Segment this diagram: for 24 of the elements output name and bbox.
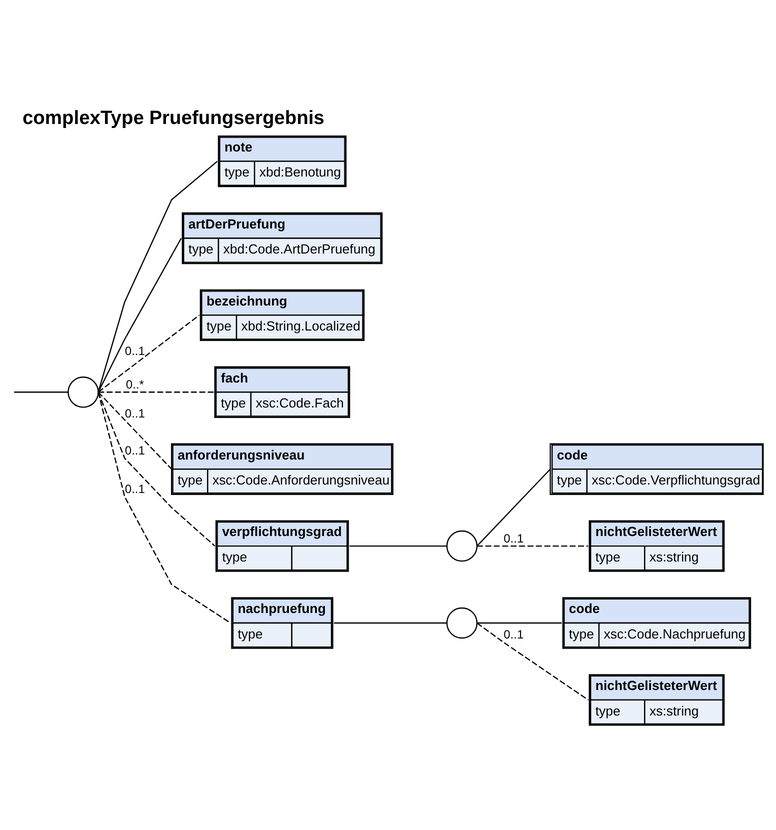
connector [98,238,182,392]
node-circle [446,607,478,639]
edge-label: 0..1 [124,344,145,358]
node-circle [68,376,99,408]
edge-label: 0..1 [504,628,524,642]
connector [476,545,588,547]
connector [98,392,216,546]
connector [476,622,562,624]
connector [98,392,231,624]
edge-label: 0..1 [504,531,524,546]
edge-label: 0..1 [124,482,145,496]
connector [334,622,447,624]
connector [476,468,551,546]
connector [476,622,589,700]
connector [98,392,172,470]
node-circle [446,530,478,562]
connector [98,392,214,393]
connector [14,392,68,393]
diagram-title: complexType Pruefungsergebnis [22,108,324,129]
edge-label: 0..1 [124,406,145,420]
connector [98,314,200,393]
edge-label: 0..* [126,378,144,392]
connector [350,545,447,547]
edge-label: 0..1 [124,444,145,458]
